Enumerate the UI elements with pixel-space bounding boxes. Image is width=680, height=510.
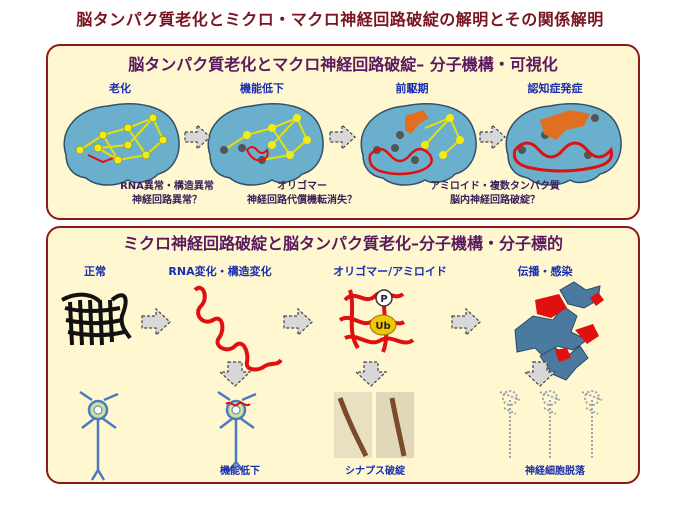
stage-label-prodromal: 前駆期 [395, 82, 429, 95]
phospho-label: P [380, 294, 387, 305]
outcome-function-decline: 機能低下 [220, 466, 260, 477]
top-panel-title: 脳タンパク質老化とマクロ神経回路破綻– 分子機構・可視化 [128, 55, 558, 74]
stage-label-oligomer: オリゴマー/アミロイド [333, 265, 447, 278]
healthy-neuron [79, 390, 119, 481]
stage-label-dementia: 認知症発症 [527, 82, 583, 95]
stage-label-normal: 正常 [84, 265, 106, 278]
impaired-neuron [217, 390, 257, 473]
stage-label-aging: 老化 [109, 82, 131, 95]
bottom-panel-title: ミクロ神経回路破綻と脳タンパク質老化–分子機構・分子標的 [122, 234, 563, 253]
outcome-neuron-loss: 神経細胞脱落 [525, 466, 585, 477]
main-title: 脳タンパク質老化とミクロ・マクロ神経回路破綻の解明とその関係解明 [76, 10, 604, 29]
caption-aging-line1: RNA異常・構造異常 [120, 181, 214, 192]
neuron-loss [499, 390, 603, 460]
normal-protein [61, 292, 132, 346]
arrow-down-2 [354, 361, 388, 387]
caption-decline: オリゴマー 神経回路代償機転消失？ [222, 180, 382, 208]
ubiquitin-marker [369, 314, 397, 336]
brain-aging [63, 103, 180, 186]
arrow-right-4 [141, 307, 171, 337]
caption-prodromal-line2: 脳内神経回路破綻？ [450, 195, 540, 206]
brain-prodromal [360, 103, 477, 186]
caption-prodromal-line1: アミロイド・複数タンパク質 [430, 181, 560, 192]
stage-label-decline: 機能低下 [240, 82, 284, 95]
arrow-right-5 [283, 307, 313, 337]
outcome-synapse-failure: シナプス破綻 [345, 466, 405, 477]
arrow-down-3 [523, 361, 557, 387]
caption-prodromal: アミロイド・複数タンパク質 脳内神経回路破綻？ [395, 180, 595, 208]
brain-dementia [505, 103, 622, 186]
misfolded-protein [193, 286, 283, 372]
ubiquitin-label: Ub [375, 321, 390, 332]
arrow-right-2 [329, 123, 356, 151]
arrow-down-1 [218, 361, 252, 387]
arrow-right-6 [451, 307, 481, 337]
stage-label-propagation: 伝播・感染 [517, 265, 573, 278]
phospho-marker [375, 289, 393, 307]
stage-label-rna-change: RNA変化・構造変化 [168, 265, 272, 278]
arrow-right-3 [479, 123, 506, 151]
arrow-right-1 [184, 123, 211, 151]
caption-aging-line2: 神経回路異常？ [132, 195, 202, 206]
brain-decline [207, 103, 324, 186]
caption-decline-line1: オリゴマー [277, 181, 327, 192]
synapse-micrographs [334, 392, 414, 458]
caption-decline-line2: 神経回路代償機転消失？ [247, 195, 357, 206]
caption-aging: RNA異常・構造異常 神経回路異常？ [92, 180, 242, 208]
propagation-cells [514, 281, 604, 381]
